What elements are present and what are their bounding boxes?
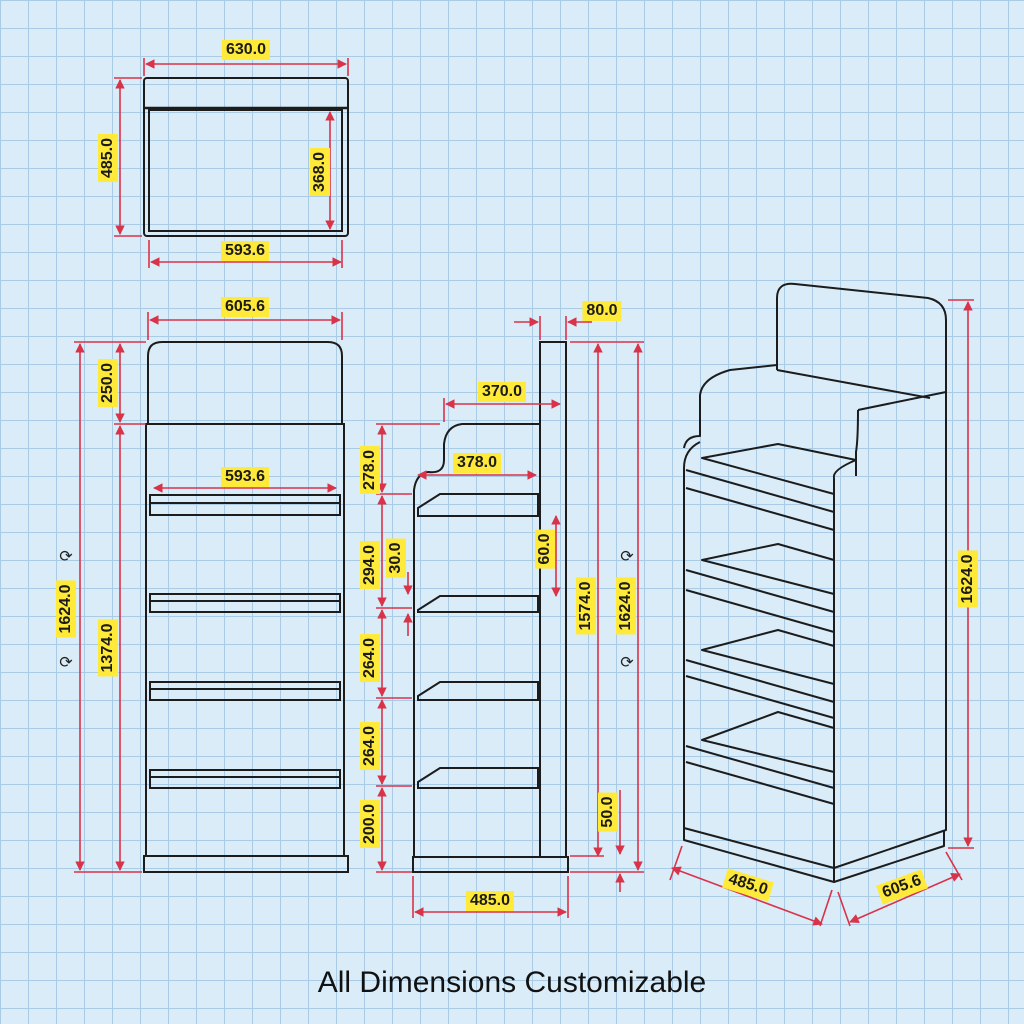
front-view-base	[143, 855, 349, 873]
iso-left-step	[683, 364, 778, 449]
iso-view	[683, 282, 947, 883]
dimension-lines	[74, 58, 974, 927]
iso-right-side-panel	[833, 391, 947, 869]
top-view-outer-frame	[143, 77, 349, 237]
dim-top-inner-depth: 368.0	[310, 147, 330, 197]
front-shelf-2	[149, 593, 341, 613]
side-shelf-3	[417, 681, 539, 701]
dim-top-depth: 485.0	[98, 133, 118, 183]
iso-front-left-edge	[683, 468, 835, 869]
dim-top-inner-width: 593.6	[220, 241, 270, 261]
dim-side-back-lip: 60.0	[535, 529, 555, 569]
side-shelf-2	[417, 595, 539, 613]
side-view-profile	[413, 423, 540, 857]
dim-side-base-height: 200.0	[360, 799, 380, 849]
dim-iso-height: 1624.0	[958, 550, 978, 608]
side-view-back-post	[539, 341, 567, 858]
dim-side-lip-height: 30.0	[386, 538, 406, 578]
iso-shelf-2-under	[685, 589, 835, 633]
front-view-header-panel	[147, 341, 343, 424]
iso-base-plinth	[683, 828, 945, 883]
dim-front-width: 605.6	[220, 297, 270, 317]
rotate-icon: ⟳	[59, 652, 73, 672]
top-view	[143, 77, 349, 237]
front-shelf-1	[149, 494, 341, 516]
rotate-icon: ⟳	[620, 652, 634, 672]
dim-front-shelf-width: 593.6	[220, 467, 270, 487]
front-shelf-3	[149, 681, 341, 701]
iso-shelf-1-under	[685, 487, 835, 531]
dim-ext	[837, 891, 851, 927]
dim-side-total-height: 1624.0	[616, 577, 636, 635]
rotate-icon: ⟳	[620, 546, 634, 566]
front-shelf-4	[149, 769, 341, 789]
dim-ext	[945, 851, 963, 881]
side-shelf-1	[417, 493, 539, 517]
side-shelf-4	[417, 767, 539, 789]
iso-left-curve	[683, 441, 701, 469]
dim-side-shelf-depth: 378.0	[452, 453, 502, 473]
top-view-inner-tray	[148, 109, 343, 232]
iso-shelf-1	[685, 443, 857, 513]
iso-shelf-2	[685, 543, 835, 613]
iso-side-curve	[832, 409, 859, 479]
dim-side-gap-3: 264.0	[360, 721, 380, 771]
dim-side-gap-2: 264.0	[360, 633, 380, 683]
iso-header-bottom-edge	[776, 369, 931, 399]
dim-line-iso-depth	[671, 866, 823, 926]
iso-shelf-4-under	[685, 761, 835, 805]
side-view-base	[412, 856, 569, 873]
dim-top-width: 630.0	[221, 40, 271, 60]
dim-line-iso-width	[849, 873, 961, 923]
dim-ext	[669, 845, 683, 881]
iso-shelf-3-under	[685, 675, 835, 719]
iso-header-panel	[776, 282, 947, 392]
dim-side-top-depth: 370.0	[477, 382, 527, 402]
dim-side-post-height: 1574.0	[576, 577, 596, 635]
dim-side-post-width: 80.0	[582, 301, 622, 321]
front-view	[143, 341, 349, 873]
caption: All Dimensions Customizable	[317, 966, 707, 999]
iso-shelf-4	[685, 711, 835, 789]
dim-ext	[819, 889, 833, 927]
dim-side-step-height: 278.0	[360, 445, 380, 495]
dim-side-gap-1: 294.0	[360, 540, 380, 590]
dim-front-header-height: 250.0	[98, 358, 118, 408]
dim-front-body-height: 1374.0	[98, 619, 118, 677]
iso-shelf-3	[685, 629, 835, 703]
iso-shelves	[685, 443, 857, 805]
dim-side-foot-height: 50.0	[598, 792, 618, 832]
dim-side-base-depth: 485.0	[465, 891, 515, 911]
side-view	[412, 341, 569, 873]
front-view-shelves	[149, 494, 341, 789]
dim-front-total-height: 1624.0	[56, 580, 76, 638]
rotate-icon: ⟳	[59, 546, 73, 566]
